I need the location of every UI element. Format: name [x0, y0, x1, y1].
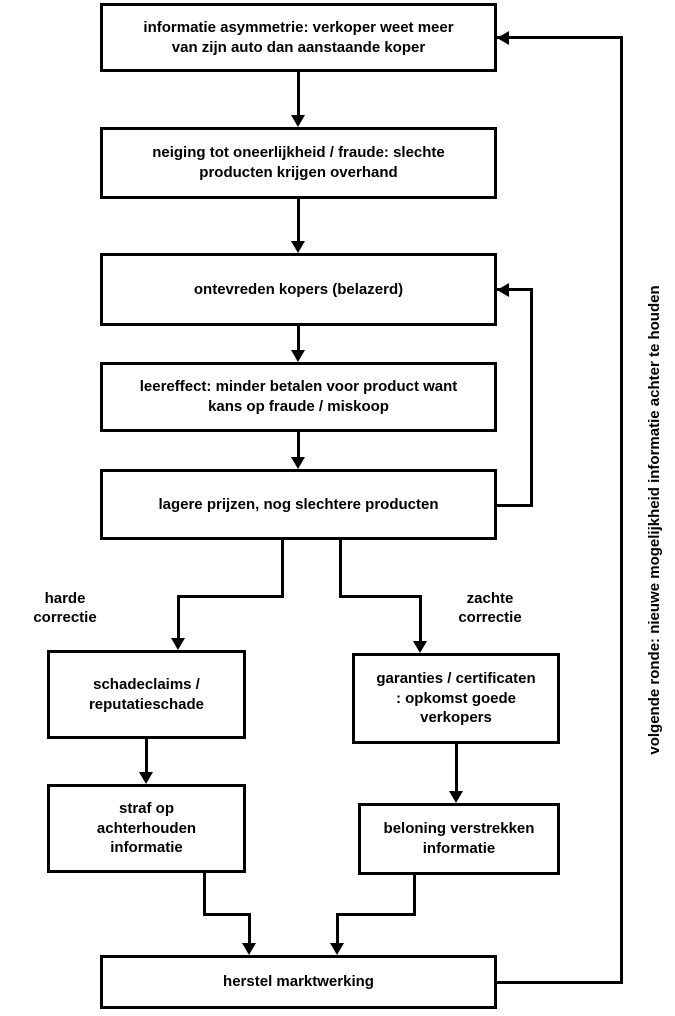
arrowhead-straf-herstel [242, 943, 256, 955]
feedback-b5-b3-top [497, 288, 533, 291]
connector-b5-schadeclaims-across [177, 595, 284, 598]
connector-beloning-herstel-across [336, 913, 416, 916]
box-leereffect: leereffect: minder betalen voor product … [100, 362, 497, 432]
arrowhead-b4-b5 [291, 457, 305, 469]
arrowhead-schadeclaims-straf [139, 772, 153, 784]
arrowhead-b5-garanties [413, 641, 427, 653]
connector-b5-garanties-across [339, 595, 422, 598]
connector-schadeclaims-straf-shaft [145, 739, 148, 775]
box-informatie-asymmetrie: informatie asymmetrie: verkoper weet mee… [100, 3, 497, 72]
label-zachte-correctie: zachte correctie [458, 590, 522, 626]
box-straf-achterhouden: straf op achterhouden informatie [47, 784, 246, 873]
feedback-herstel-b1-bottom [497, 981, 623, 984]
label-harde-correctie: harde correctie [33, 590, 97, 626]
connector-straf-herstel-drop [203, 873, 206, 916]
box-beloning-verstrekken: beloning verstrekken informatie [358, 803, 560, 875]
feedback-b5-b3-bottom [497, 504, 533, 507]
connector-straf-herstel-across [203, 913, 251, 916]
connector-b5-garanties-shaft [419, 595, 422, 644]
arrowhead-herstel-b1 [497, 31, 509, 45]
arrowhead-garanties-beloning [449, 791, 463, 803]
arrowhead-b5-schadeclaims [171, 638, 185, 650]
box-schadeclaims: schadeclaims / reputatieschade [47, 650, 246, 739]
connector-b5-schadeclaims-shaft [177, 595, 180, 641]
box-lagere-prijzen: lagere prijzen, nog slechtere producten [100, 469, 497, 540]
arrowhead-b3-b4 [291, 350, 305, 362]
box-herstel-marktwerking: herstel marktwerking [100, 955, 497, 1009]
connector-b2-b3-shaft [297, 199, 300, 244]
connector-b3-b4-shaft [297, 326, 300, 353]
feedback-herstel-b1-rise [620, 36, 623, 984]
feedback-herstel-b1-top [497, 36, 623, 39]
feedback-b5-b3-rise [530, 288, 533, 507]
box-ontevreden-kopers: ontevreden kopers (belazerd) [100, 253, 497, 326]
box-neiging-oneerlijkheid: neiging tot oneerlijkheid / fraude: slec… [100, 127, 497, 199]
connector-b5-garanties-drop [339, 540, 342, 598]
label-volgende-ronde: volgende ronde: nieuwe mogelijkheid info… [646, 285, 663, 755]
connector-beloning-herstel-shaft [336, 913, 339, 946]
arrowhead-b1-b2 [291, 115, 305, 127]
connector-b4-b5-shaft [297, 432, 300, 460]
box-garanties-certificaten: garanties / certificaten : opkomst goede… [352, 653, 560, 744]
connector-straf-herstel-shaft [248, 913, 251, 946]
arrowhead-b2-b3 [291, 241, 305, 253]
connector-b5-schadeclaims-drop [281, 540, 284, 598]
arrowhead-beloning-herstel [330, 943, 344, 955]
connector-beloning-herstel-drop [413, 875, 416, 916]
connector-garanties-beloning-shaft [455, 744, 458, 794]
arrowhead-b5-b3 [497, 283, 509, 297]
connector-b1-b2-shaft [297, 72, 300, 118]
